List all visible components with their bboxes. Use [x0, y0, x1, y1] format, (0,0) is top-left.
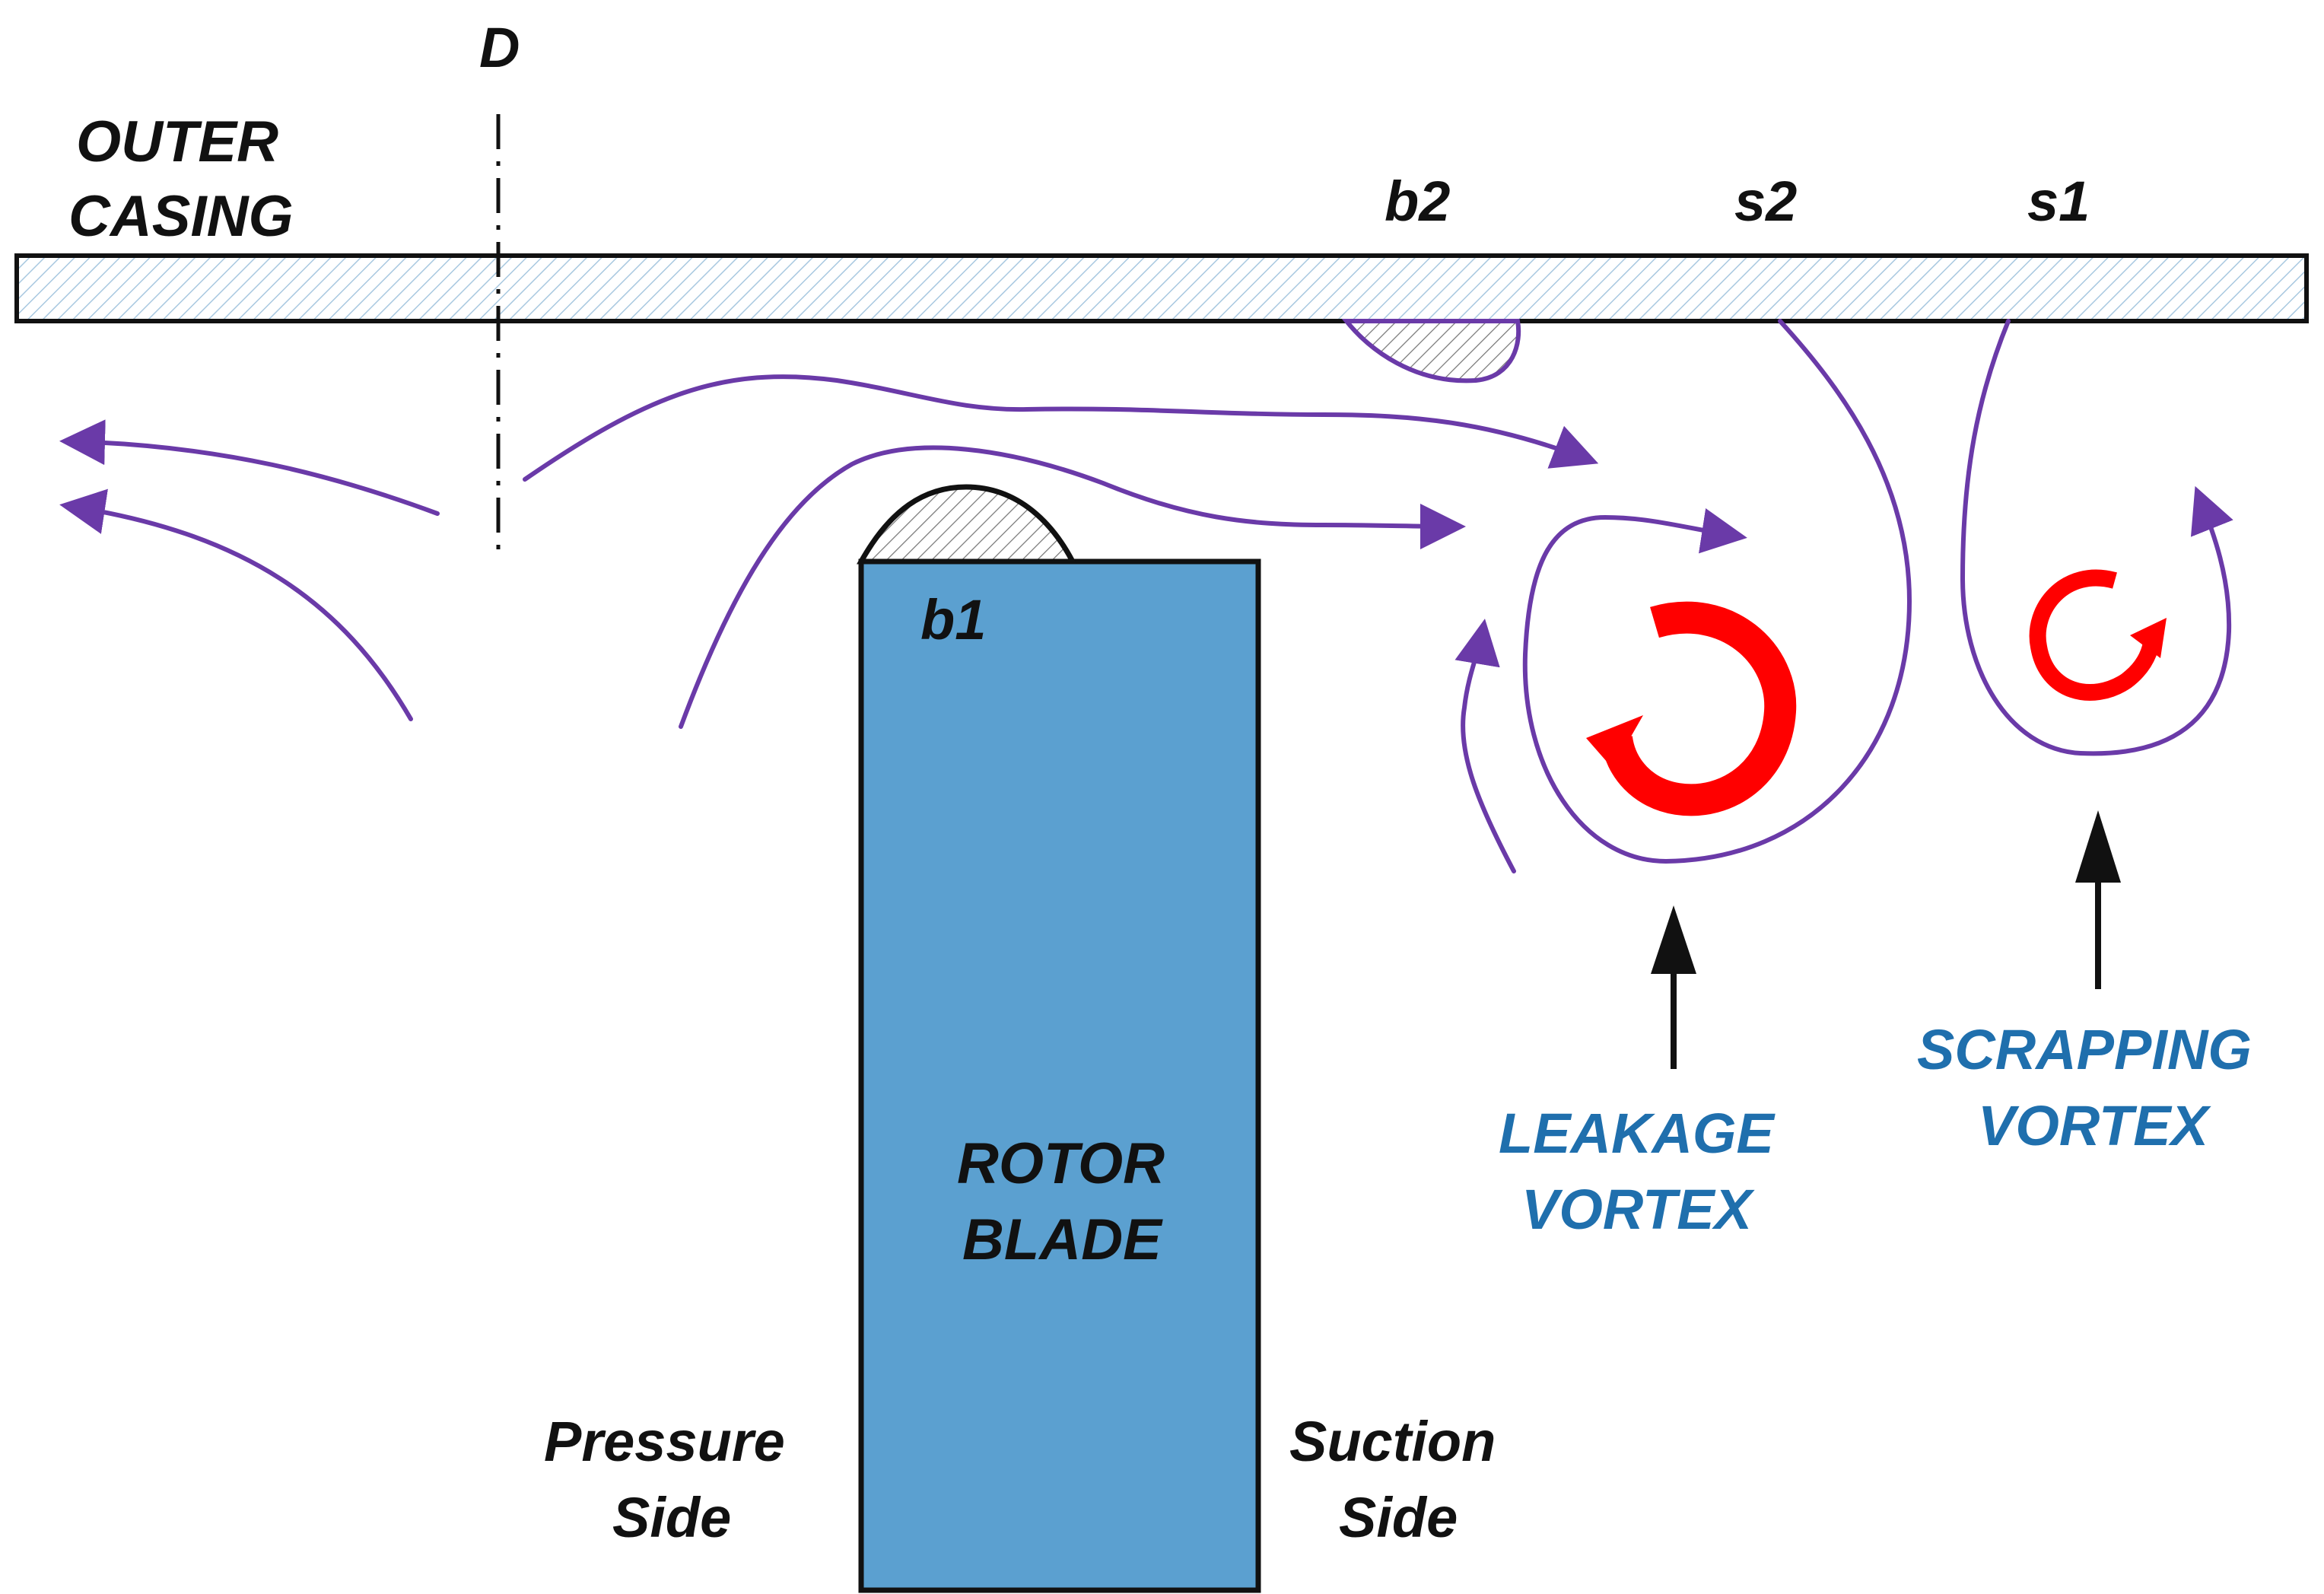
label-b1: b1 — [920, 588, 986, 651]
label-rotor-blade-line1: ROTOR — [957, 1131, 1165, 1196]
flow-line-lower-left — [59, 488, 413, 721]
leakage-inflow-streamline — [1454, 619, 1516, 873]
label-outer-casing-line2: CASING — [68, 184, 294, 249]
label-pressure-side-line2: Side — [612, 1486, 731, 1549]
leakage-vortex-streamline — [1522, 319, 1912, 864]
blade-tip-bump-b1 — [857, 484, 1077, 565]
label-outer-casing-line1: OUTER — [76, 110, 278, 174]
label-leakage-vortex-line2: VORTEX — [1521, 1178, 1756, 1241]
leakage-vortex-swirl — [1601, 601, 1797, 816]
scrapping-vortex-streamline — [1960, 319, 2233, 756]
leakage-vortex-arrowhead — [1586, 715, 1643, 768]
label-s2: s2 — [1734, 170, 1797, 233]
label-b2: b2 — [1385, 170, 1450, 233]
label-suction-side-line1: Suction — [1289, 1410, 1496, 1473]
casing-bump-b2 — [1341, 319, 1521, 383]
outer-casing — [14, 253, 2309, 323]
label-d: D — [479, 16, 520, 79]
scrapping-vortex-arrowhead — [2130, 618, 2167, 658]
flow-line-upper-left — [59, 419, 440, 516]
label-pressure-side-line1: Pressure — [544, 1410, 785, 1473]
scrapping-vortex-pointer-arrow — [2075, 810, 2121, 989]
leakage-vortex-pointer-arrow — [1651, 905, 1696, 1069]
rotor-blade — [858, 558, 1261, 1593]
label-rotor-blade-line2: BLADE — [962, 1207, 1163, 1272]
flow-line-over-tip — [679, 445, 1466, 729]
scrapping-vortex-swirl — [2029, 569, 2160, 701]
label-suction-side-line2: Side — [1339, 1486, 1458, 1549]
label-scrapping-vortex-line2: VORTEX — [1978, 1094, 2212, 1157]
label-leakage-vortex-line1: LEAKAGE — [1499, 1102, 1776, 1165]
flow-line-casing-side — [523, 374, 1599, 482]
label-s1: s1 — [2027, 170, 2090, 233]
label-scrapping-vortex-line1: SCRAPPING — [1917, 1018, 2252, 1081]
